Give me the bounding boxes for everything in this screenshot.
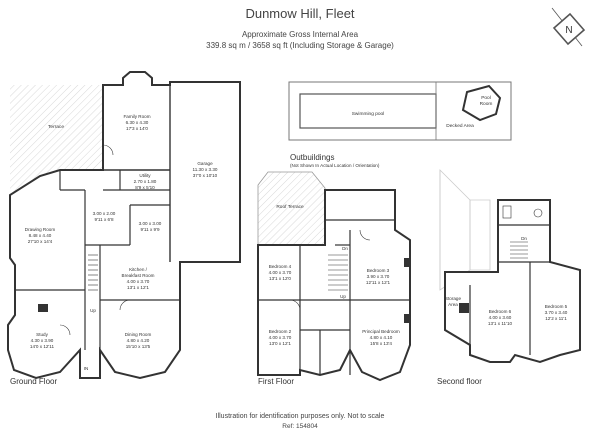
dining-room-metric: 4.80 x 4.20 — [127, 338, 150, 343]
dining-room-imperial: 15'10 x 13'5 — [126, 344, 151, 349]
room-a-imperial: 9'11 x 6'8 — [94, 217, 113, 222]
principal-bedroom-metric: 4.80 x 4.10 — [370, 335, 393, 340]
bedroom5-name: Bedroom 5 — [545, 304, 568, 309]
roof-terrace-label: Roof Terrace — [276, 204, 304, 210]
study-metric: 4.30 x 3.90 — [31, 338, 54, 343]
family-room-name: Family Room — [123, 114, 150, 119]
drawing-room-name: Drawing Room — [25, 227, 56, 232]
pool-room-label-2: Room — [480, 101, 493, 107]
kitchen-metric: 4.00 x 3.70 — [127, 279, 150, 284]
bedroom2-metric: 4.00 x 3.70 — [269, 335, 292, 340]
room-b-metric: 3.00 x 3.00 — [139, 221, 162, 226]
study-imperial: 14'0 x 12'11 — [30, 344, 55, 349]
second-floor-labels: Storage Area Bedroom 6 4.00 x 3.60 13'1 … — [437, 236, 568, 386]
second-floor-plan — [439, 169, 581, 364]
drawing-room-metric: 8.48 x 4.40 — [29, 233, 52, 238]
first-floor-labels: Roof Terrace Bedroom 4 4.00 x 3.70 13'1 … — [258, 204, 400, 386]
outbuildings-plan: Swimming pool Pool Room Decked Area Outb… — [288, 81, 512, 168]
bedroom3-imperial: 12'11 x 12'1 — [366, 280, 391, 285]
compass-icon: N — [551, 7, 586, 47]
family-room-imperial: 17'3 x 14'0 — [126, 126, 148, 131]
bedroom3-metric: 3.90 x 3.70 — [367, 274, 390, 279]
disclaimer-text: Illustration for identification purposes… — [215, 413, 385, 420]
pool-room-label-1: Pool — [481, 95, 491, 101]
kitchen-name-1: Kitchen / — [129, 267, 148, 272]
bedroom4-metric: 4.00 x 3.70 — [269, 270, 292, 275]
outbuildings-note: (Not Shown In Actual Location / Orientat… — [290, 163, 380, 168]
area-figures: 339.8 sq m / 3658 sq ft (Including Stora… — [206, 41, 394, 50]
garage-name: Garage — [197, 161, 213, 166]
bedroom5-imperial: 12'2 x 11'1 — [545, 316, 567, 321]
compass-letter: N — [565, 25, 572, 36]
bedroom6-imperial: 13'1 x 11'10 — [488, 321, 513, 326]
bedroom2-imperial: 13'0 x 12'1 — [269, 341, 291, 346]
terrace-label: Terrace — [48, 124, 64, 130]
room-b-imperial: 9'11 x 9'9 — [140, 227, 159, 232]
storage-label-1: Storage — [445, 296, 462, 301]
first-floor-plan — [257, 171, 411, 382]
area-caption: Approximate Gross Internal Area — [241, 30, 359, 39]
bedroom5-metric: 3.70 x 3.40 — [545, 310, 568, 315]
principal-bedroom-name: Principal Bedroom — [362, 329, 400, 334]
room-a-metric: 3.00 x 2.00 — [93, 211, 116, 216]
bedroom4-imperial: 13'1 x 12'0 — [269, 276, 291, 281]
second-floor-title: Second floor — [437, 377, 482, 386]
kitchen-name-2: Breakfast Room — [122, 273, 155, 278]
garage-metric: 11.30 x 3.30 — [193, 167, 218, 172]
reference-text: Ref: 154804 — [282, 423, 318, 430]
principal-bedroom-imperial: 15'8 x 13'4 — [370, 341, 392, 346]
ground-floor-labels: Terrace Family Room 6.30 x 4.30 17'3 x 1… — [10, 114, 218, 386]
ground-floor-title: Ground Floor — [10, 377, 57, 386]
bedroom4-name: Bedroom 4 — [269, 264, 292, 269]
bedroom3-name: Bedroom 3 — [367, 268, 390, 273]
bedroom6-name: Bedroom 6 — [489, 309, 512, 314]
utility-name: Utility — [139, 173, 151, 178]
garage-imperial: 37'0 x 10'10 — [193, 173, 218, 178]
bedroom6-metric: 4.00 x 3.60 — [489, 315, 512, 320]
plan-title: Dunmow Hill, Fleet — [245, 6, 355, 21]
kitchen-imperial: 13'1 x 12'1 — [127, 285, 149, 290]
ground-floor-plan — [7, 71, 241, 380]
dining-room-name: Dining Room — [125, 332, 152, 337]
drawing-room-imperial: 27'10 x 14'4 — [28, 239, 53, 244]
decked-area-label: Decked Area — [446, 123, 474, 129]
bedroom2-name: Bedroom 2 — [269, 329, 292, 334]
first-up-label: Up — [340, 294, 346, 299]
swimming-pool-label: Swimming pool — [352, 111, 385, 117]
utility-metric: 2.70 x 1.80 — [134, 179, 157, 184]
outbuildings-title: Outbuildings — [290, 153, 334, 162]
entrance-label: IN — [84, 366, 89, 371]
storage-label-2: Area — [448, 302, 458, 307]
first-dn-label: Dn — [342, 246, 348, 251]
utility-imperial: 8'9 x 5'10 — [135, 185, 155, 190]
first-floor-title: First Floor — [258, 377, 294, 386]
ground-up-label: Up — [90, 308, 96, 313]
family-room-metric: 6.30 x 4.30 — [126, 120, 149, 125]
second-dn-label: Dn — [521, 236, 527, 241]
study-name: Study — [36, 332, 48, 337]
